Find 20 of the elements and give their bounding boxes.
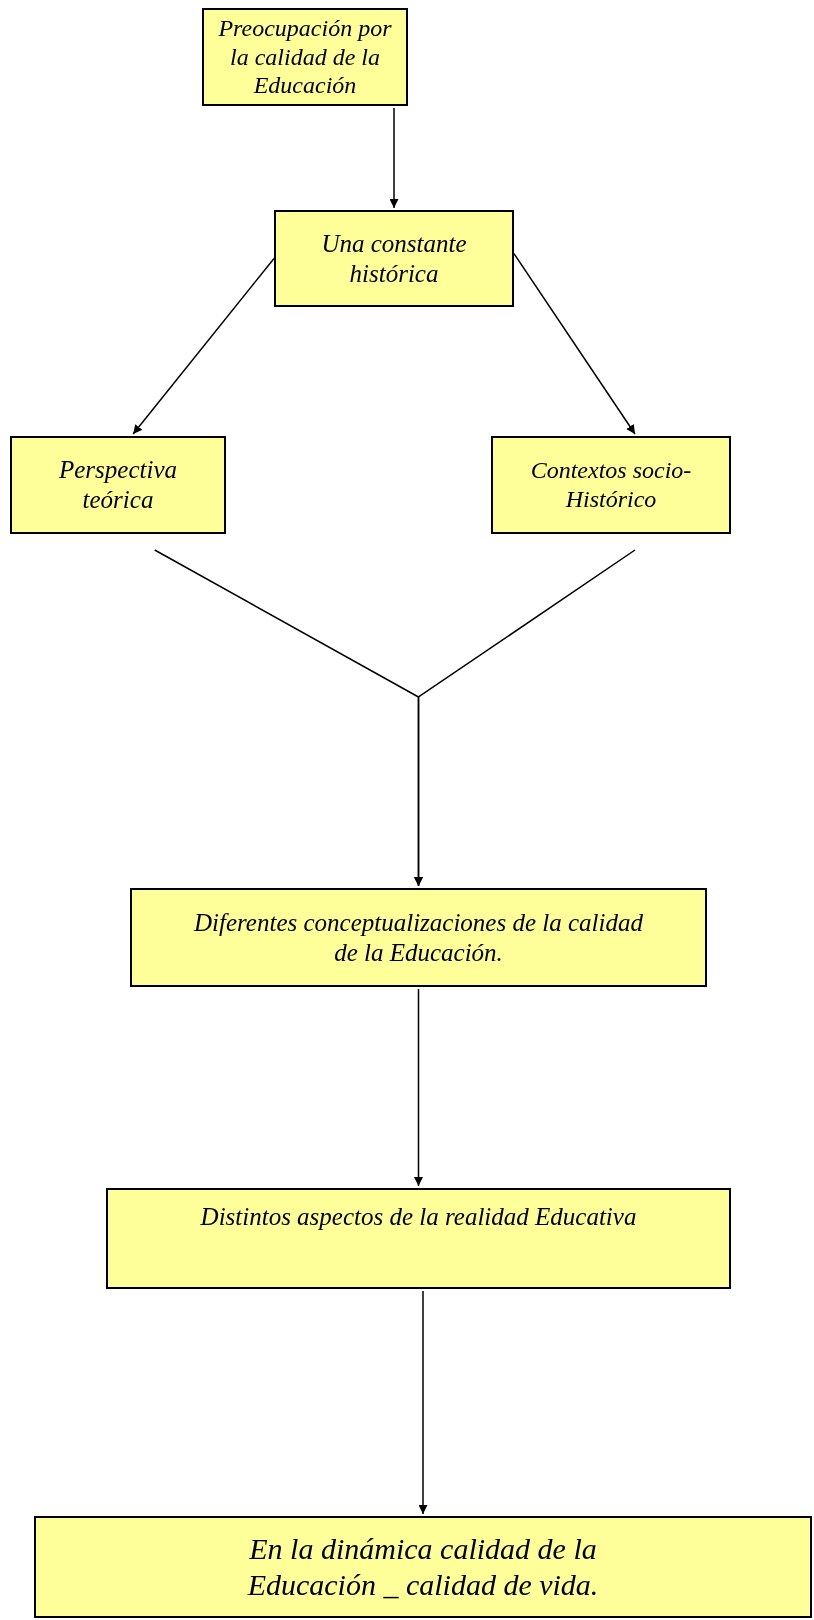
box-text: Contextos socio-Histórico <box>529 456 693 514</box>
arrow <box>389 107 399 209</box>
arrow <box>418 1290 428 1515</box>
arrow <box>414 549 636 887</box>
box-text: Una constante histórica <box>320 228 468 289</box>
process-box <box>10 436 226 534</box>
box-text: En la dinámica calidad de la Educación _ calidad de vida. <box>246 1531 600 1603</box>
box-text: Perspectiva teórica <box>58 455 178 515</box>
process-box <box>34 1516 812 1618</box>
box-text: Distintos aspectos de la realidad Educativa <box>200 1202 637 1232</box>
process-box <box>106 1188 731 1289</box>
arrow <box>513 252 636 435</box>
process-box <box>491 436 731 534</box>
process-box <box>130 888 707 987</box>
process-box <box>202 8 408 106</box>
arrow <box>132 257 275 435</box>
process-box <box>274 210 514 307</box>
box-text: Preocupación por la calidad de la Educación <box>217 13 393 101</box>
arrow <box>414 988 423 1187</box>
box-text: Diferentes conceptualizaciones de la calidad de la Educación. <box>192 907 644 968</box>
